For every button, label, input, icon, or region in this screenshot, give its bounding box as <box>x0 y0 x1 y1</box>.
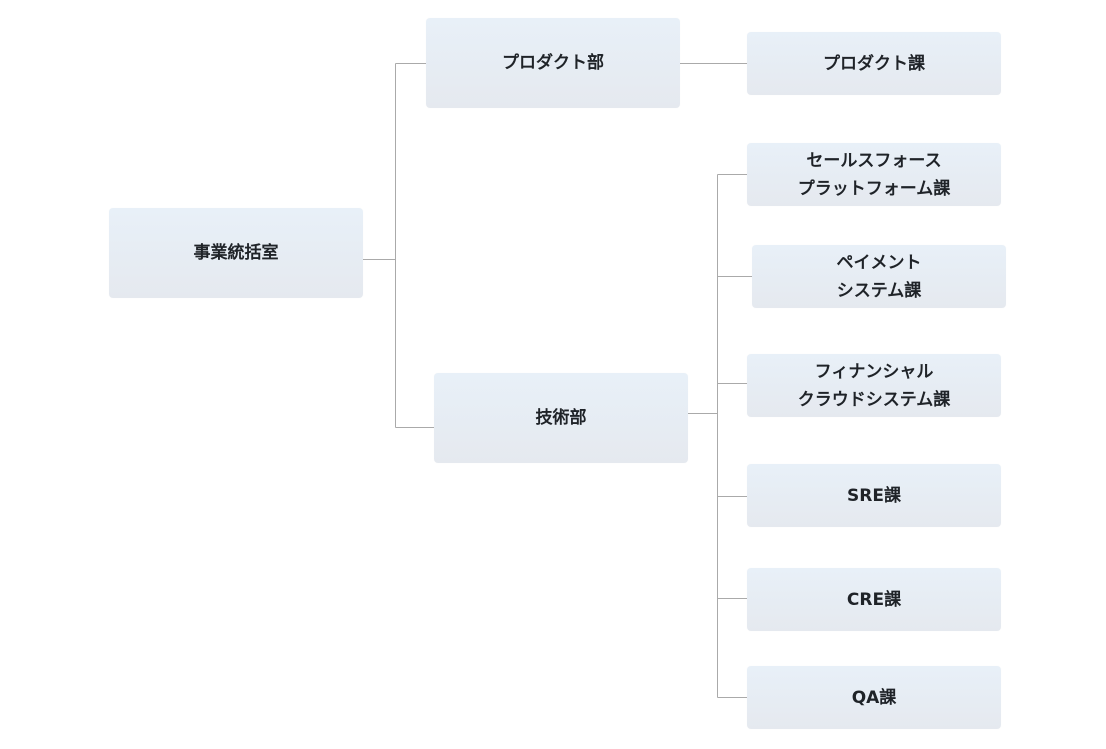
node-financial-section[interactable]: フィナンシャル クラウドシステム課 <box>747 354 1001 417</box>
node-product-section[interactable]: プロダクト課 <box>747 32 1001 95</box>
node-salesforce-section[interactable]: セールスフォース プラットフォーム課 <box>747 143 1001 206</box>
node-cre-section[interactable]: CRE課 <box>747 568 1001 631</box>
node-qa-section[interactable]: QA課 <box>747 666 1001 729</box>
connector-root <box>363 63 434 428</box>
node-tech-dept[interactable]: 技術部 <box>434 373 688 463</box>
connector-tech <box>688 174 752 698</box>
node-product-dept[interactable]: プロダクト部 <box>426 18 680 108</box>
node-sre-section[interactable]: SRE課 <box>747 464 1001 527</box>
node-business-office[interactable]: 事業統括室 <box>109 208 363 298</box>
node-payment-section[interactable]: ペイメント システム課 <box>752 245 1006 308</box>
